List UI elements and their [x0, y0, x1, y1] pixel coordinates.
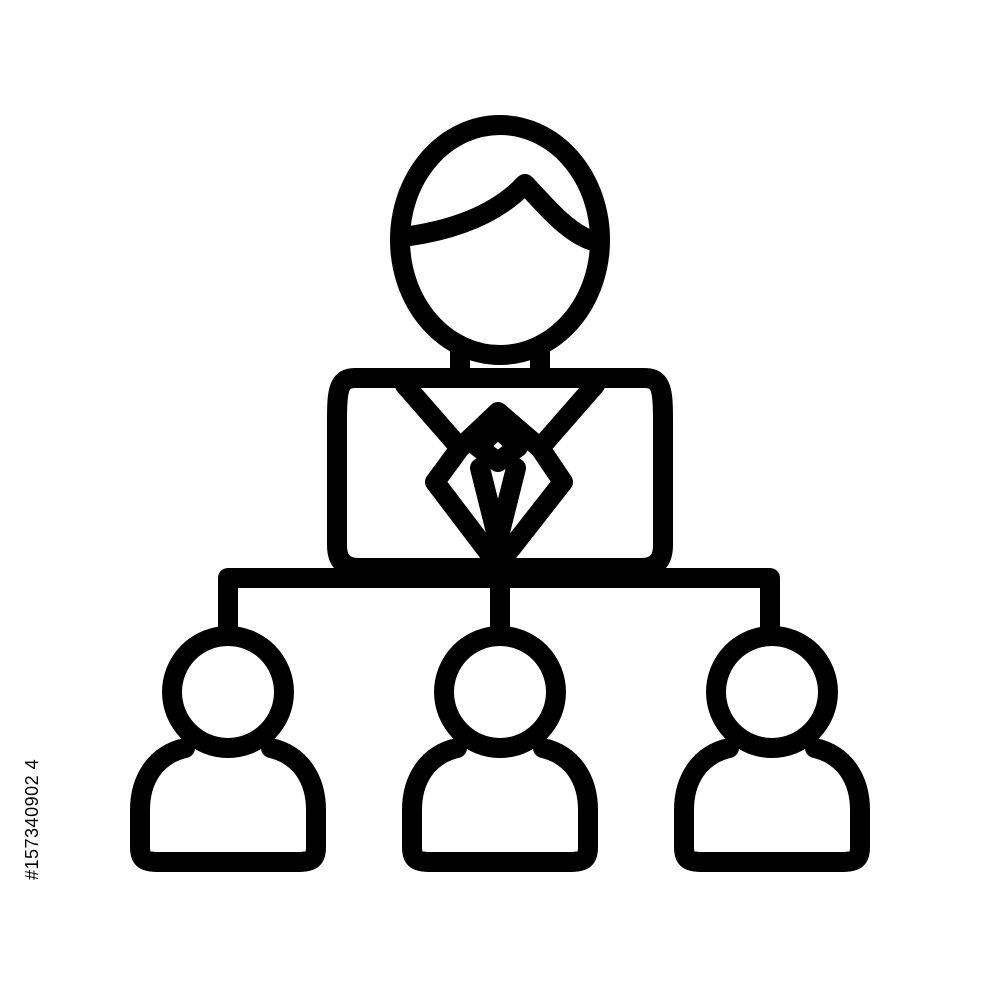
employee-icon-center — [402, 626, 598, 872]
employee-icon-right — [674, 626, 870, 872]
connector-lines — [218, 558, 780, 642]
employee-icon-left — [130, 626, 326, 872]
stock-id-text: #157340902 4 — [22, 758, 42, 880]
manager-icon — [327, 115, 673, 578]
